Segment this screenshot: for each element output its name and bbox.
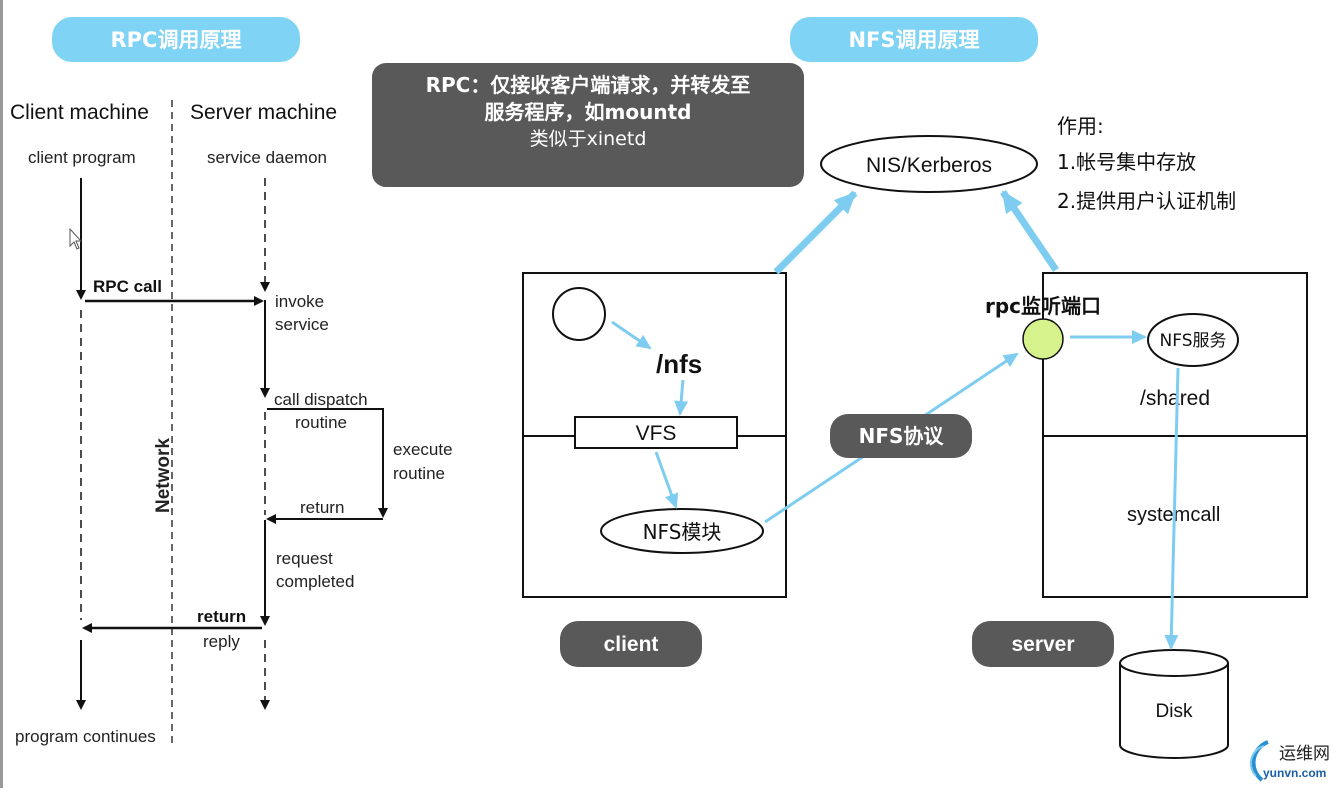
request-label: request	[276, 549, 333, 568]
nis-label: NIS/Kerberos	[866, 154, 992, 177]
note-line2: 服务程序，如mountd	[485, 100, 692, 124]
rpc-title-pill: RPC调用原理	[52, 17, 300, 62]
return-inner-label: return	[300, 498, 344, 517]
invoke-label: invoke	[275, 292, 324, 311]
note-line3: 类似于xinetd	[530, 128, 647, 150]
client-program-label: client program	[28, 148, 136, 167]
logo-en: yunvn.com	[1263, 766, 1326, 780]
vfs-box	[574, 416, 738, 449]
server-label: server	[1011, 633, 1074, 656]
nfs-service-label: NFS服务	[1160, 331, 1227, 351]
call-dispatch-label: call dispatch	[274, 390, 368, 409]
reply-label: reply	[203, 632, 240, 651]
nfs-protocol-label: NFS协议	[859, 424, 945, 448]
purpose-title: 作用:	[1057, 114, 1104, 138]
client-machine-header: Client machine	[10, 101, 149, 124]
disk-cylinder: Disk	[1119, 649, 1229, 759]
service-to-disk-arrow	[1164, 367, 1180, 650]
rpc-title: RPC调用原理	[111, 28, 242, 52]
rpc-sequence-diagram: Client machine Server machine client pro…	[10, 100, 453, 748]
left-border	[0, 0, 3, 788]
nfs-protocol-pill	[830, 414, 972, 458]
program-continues-label: program continues	[15, 727, 156, 746]
rpc-call-label: RPC call	[93, 277, 162, 296]
service-daemon-label: service daemon	[207, 148, 327, 167]
nfs-module-node	[600, 508, 764, 554]
routine-label: routine	[295, 413, 347, 432]
server-pill	[972, 621, 1114, 667]
return-label: return	[197, 607, 246, 626]
user-process-circle	[552, 287, 606, 341]
logo-cn: 运维网	[1279, 744, 1330, 764]
completed-label: completed	[276, 572, 354, 591]
client-to-nis-arrow	[773, 190, 858, 275]
purpose-2: 2.提供用户认证机制	[1057, 189, 1236, 213]
client-label: client	[604, 633, 659, 656]
client-pill	[560, 621, 702, 667]
service-label: service	[275, 315, 329, 334]
nfs-module-label: NFS模块	[643, 520, 722, 544]
execute-label: execute	[393, 440, 453, 459]
network-label: Network	[153, 438, 174, 513]
rpc-note-box: RPC：仅接收客户端请求，并转发至 服务程序，如mountd 类似于xinetd	[372, 63, 804, 187]
nfs-title: NFS调用原理	[848, 28, 979, 52]
purpose-1: 1.帐号集中存放	[1057, 150, 1196, 174]
disk-label: Disk	[1156, 701, 1193, 722]
note-line1: RPC：仅接收客户端请求，并转发至	[426, 73, 751, 97]
yunvn-logo: 运维网 yunvn.com	[1249, 740, 1330, 782]
server-machine-header: Server machine	[190, 101, 337, 124]
shared-path: /shared	[1140, 387, 1210, 410]
rpc-port-circle	[1022, 318, 1064, 360]
server-to-nis-arrow	[1000, 190, 1059, 272]
cursor-icon	[69, 227, 83, 250]
rpc-port-label: rpc监听端口	[985, 294, 1101, 318]
execute-routine-label: routine	[393, 464, 445, 483]
nfs-mount-path: /nfs	[656, 349, 702, 379]
nfs-title-pill: NFS调用原理	[790, 17, 1038, 62]
nfs-service-node	[1147, 313, 1239, 367]
vfs-label: VFS	[636, 422, 677, 445]
nfs-diagram: NIS/Kerberos 作用: 1.帐号集中存放 2.提供用户认证机制 /nf…	[522, 114, 1308, 759]
nis-kerberos-node	[820, 135, 1038, 193]
